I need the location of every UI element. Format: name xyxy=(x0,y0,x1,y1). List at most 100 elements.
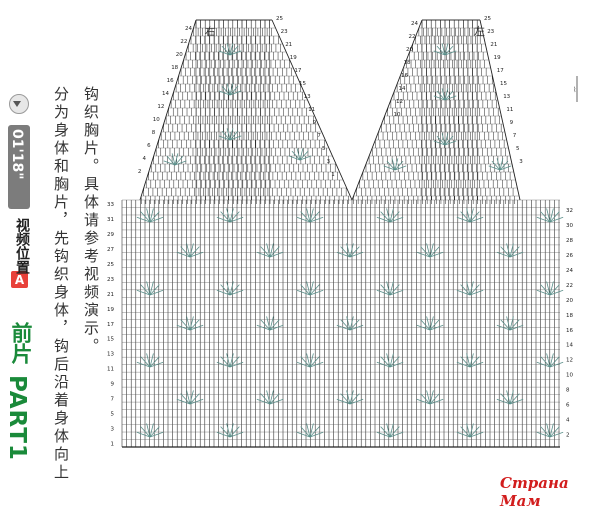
fan-motif xyxy=(436,90,446,101)
yoke-row-number: 14 xyxy=(162,91,169,97)
fan-motif xyxy=(536,361,551,368)
fan-motif xyxy=(291,150,301,161)
video-position-label: 视频位置 xyxy=(14,218,30,274)
fan-motif xyxy=(309,211,320,223)
yoke-row-number: 24 xyxy=(185,26,192,32)
fan-motif xyxy=(496,158,501,171)
yoke-row-number: 14 xyxy=(399,86,406,92)
row-number-right: 6 xyxy=(566,403,570,409)
fan-motif xyxy=(260,319,271,331)
fan-motif xyxy=(336,251,351,258)
row-number-right: 32 xyxy=(566,208,573,214)
yoke-row-number: 10 xyxy=(153,117,160,123)
play-icon[interactable] xyxy=(9,94,29,114)
yoke-row-number: 11 xyxy=(506,107,513,113)
fan-motif xyxy=(436,135,446,146)
fan-motif xyxy=(229,85,239,96)
fan-motif xyxy=(380,211,391,223)
fan-motif xyxy=(444,45,454,56)
yoke-row-number: 25 xyxy=(484,16,491,22)
fan-motif xyxy=(269,398,284,405)
fan-motif xyxy=(380,284,391,296)
fan-motif xyxy=(309,426,320,438)
fan-motif xyxy=(309,356,320,368)
fan-motif xyxy=(171,153,176,166)
fan-motif xyxy=(140,211,151,223)
fan-motif xyxy=(540,426,551,438)
fan-motif xyxy=(340,246,351,258)
fan-motif xyxy=(540,211,551,223)
fan-motif xyxy=(229,426,240,438)
row-number-left: 19 xyxy=(107,307,114,313)
fan-motif xyxy=(149,208,154,223)
fan-motif xyxy=(269,251,284,258)
fan-motif xyxy=(389,208,394,223)
fan-motif xyxy=(506,316,511,331)
fan-motif xyxy=(549,356,560,368)
fan-motif xyxy=(346,243,351,258)
fan-motif xyxy=(416,324,431,331)
fan-motif xyxy=(389,361,404,368)
fan-motif xyxy=(260,246,271,258)
fan-motif xyxy=(269,246,280,258)
fan-motif xyxy=(174,160,187,166)
fan-motif xyxy=(306,353,311,368)
fan-motif xyxy=(391,158,396,171)
fan-motif xyxy=(466,281,471,296)
fan-motif xyxy=(469,361,484,368)
fan-motif xyxy=(469,353,474,368)
fan-motif xyxy=(189,319,200,331)
fan-motif xyxy=(444,43,449,56)
fan-motif xyxy=(496,324,511,331)
fan-motif xyxy=(536,289,551,296)
row-number-right: 12 xyxy=(566,358,573,364)
right-strap-edge xyxy=(351,19,423,201)
row-number-left: 9 xyxy=(111,382,115,388)
fan-motif xyxy=(256,324,271,331)
fan-motif xyxy=(229,281,234,296)
fan-motif xyxy=(444,95,457,101)
fan-motif xyxy=(189,251,204,258)
yoke-row-number: 9 xyxy=(313,120,317,126)
fan-motif xyxy=(136,289,151,296)
fan-motif xyxy=(226,208,231,223)
fan-motif xyxy=(506,390,511,405)
fan-motif xyxy=(349,243,354,258)
fan-motif xyxy=(380,356,391,368)
yoke-row-number: 13 xyxy=(503,94,510,100)
fan-motif xyxy=(221,45,231,56)
fan-motif xyxy=(149,216,164,223)
fan-motif xyxy=(469,431,484,438)
fan-motif xyxy=(146,423,151,438)
yoke-row-number: 10 xyxy=(394,112,401,118)
fan-motif xyxy=(221,85,231,96)
fan-motif xyxy=(149,284,160,296)
fan-motif xyxy=(460,426,471,438)
fan-motif xyxy=(349,246,360,258)
fan-motif xyxy=(309,353,314,368)
fan-motif xyxy=(186,243,191,258)
fan-motif xyxy=(389,431,404,438)
fan-motif xyxy=(389,216,404,223)
fan-motif xyxy=(189,243,194,258)
fan-motif xyxy=(266,316,271,331)
fan-motif xyxy=(309,216,324,223)
fan-motif xyxy=(163,160,176,166)
fan-motif xyxy=(296,289,311,296)
fan-motif xyxy=(226,128,231,141)
fan-motif xyxy=(549,216,564,223)
fan-motif xyxy=(349,390,354,405)
fan-motif xyxy=(149,426,160,438)
fan-motif xyxy=(229,211,240,223)
yoke-row-number: 7 xyxy=(317,133,321,139)
fan-motif xyxy=(540,284,551,296)
fan-motif xyxy=(140,356,151,368)
fan-motif xyxy=(460,356,471,368)
fan-motif xyxy=(429,316,434,331)
yoke-row-number: 3 xyxy=(327,159,331,165)
fan-motif xyxy=(389,356,400,368)
yoke-row-number: 18 xyxy=(404,60,411,66)
fan-motif xyxy=(229,130,239,141)
fan-motif xyxy=(340,319,351,331)
fan-motif xyxy=(229,356,240,368)
